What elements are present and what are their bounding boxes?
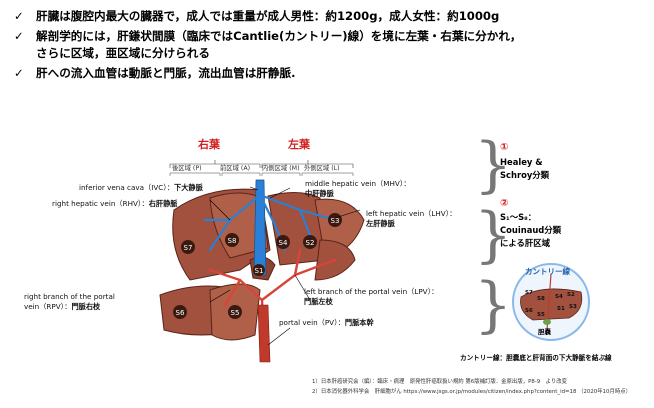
bullet-text: 解剖学的には，肝鎌状間膜（臨床ではCantlie(カントリー)線）を境に左葉・右… bbox=[36, 29, 522, 43]
ivc-label: inferior vena cava（IVC）：下大静脈 bbox=[79, 183, 203, 192]
lateral-segment-label: 外側区域 (L) bbox=[304, 165, 340, 172]
segment-label: S6 bbox=[176, 309, 185, 317]
brace-icon: } bbox=[474, 270, 513, 340]
mini-segment-label: S8 bbox=[537, 296, 545, 302]
item2-number: ② bbox=[500, 198, 509, 209]
cantlie-mini-diagram: S7 S8 S4 S2 S3 S1 S6 S5 bbox=[512, 263, 590, 341]
brace-icon: } bbox=[474, 130, 513, 200]
bullet-item: ✓ 肝臓は腹腔内最大の臓器で，成人では重量が成人男性：約1200g，成人女性：約… bbox=[14, 8, 644, 25]
references: 1）日本肝癌研究会（編）：臨床・病理 原発性肝癌取扱い規約 第6版補訂版．金原出… bbox=[312, 377, 631, 397]
reference-item: 1）日本肝癌研究会（編）：臨床・病理 原発性肝癌取扱い規約 第6版補訂版．金原出… bbox=[312, 379, 568, 385]
anterior-segment-label: 前区域 (A) bbox=[220, 165, 251, 172]
cantlie-caption: カントリー線：胆嚢底と肝背面の下大静脈を結ぶ線 bbox=[460, 354, 612, 362]
mini-segment-label: S5 bbox=[537, 312, 545, 318]
item2-text: S₁～S₈： Couinaud分類 による肝区域 bbox=[500, 212, 562, 248]
segment-label: S8 bbox=[228, 237, 237, 245]
mini-segment-label: S3 bbox=[569, 304, 577, 310]
mhv-label: middle hepatic vein（MHV）：中肝静脈 bbox=[305, 179, 411, 198]
brace-icon: } bbox=[474, 200, 513, 270]
posterior-segment-label: 後区域 (P) bbox=[172, 165, 202, 172]
mini-segment-label: S4 bbox=[555, 294, 563, 300]
rpv-label: right branch of the portal vein（RPV）：門脈右… bbox=[24, 292, 115, 311]
mini-segment-label: S2 bbox=[567, 292, 575, 298]
gallbladder-label: 胆嚢 bbox=[538, 328, 551, 336]
medial-segment-label: 内側区域 (M) bbox=[262, 165, 300, 172]
bullet-item: ✓ 解剖学的には，肝鎌状間膜（臨床ではCantlie(カントリー)線）を境に左葉… bbox=[14, 28, 644, 62]
mini-segment-label: S6 bbox=[525, 308, 533, 314]
mini-segment-label: S1 bbox=[557, 306, 565, 312]
right-lobe-title: 右葉 bbox=[198, 138, 220, 151]
lpv-label: left branch of the portal vein（LPV）：門脈左枝 bbox=[304, 287, 439, 306]
bullet-item: ✓ 肝への流入血管は動脈と門脈，流出血管は肝静脈. bbox=[14, 65, 644, 82]
checkmark-icon: ✓ bbox=[14, 9, 24, 23]
checkmark-icon: ✓ bbox=[14, 66, 24, 80]
bullet-text-continuation: さらに区域，亜区域に分けられる bbox=[36, 46, 210, 60]
cantlie-title: カントリー線 bbox=[525, 267, 570, 276]
bullet-text: 肝臓は腹腔内最大の臓器で，成人では重量が成人男性：約1200g，成人女性：約10… bbox=[36, 9, 500, 23]
segment-label: S4 bbox=[279, 239, 288, 247]
item1-number: ① bbox=[500, 142, 509, 153]
segment-label: S3 bbox=[331, 217, 340, 225]
segment-label: S5 bbox=[231, 309, 240, 317]
item1-text: Healey & Schroy分類 bbox=[500, 157, 550, 180]
reference-item: 2）日本消化器外科学会 肝細胞がん https://www.jsgs.or.jp… bbox=[312, 389, 632, 395]
left-lobe-title: 左葉 bbox=[288, 138, 310, 151]
segment-label: S7 bbox=[184, 244, 193, 252]
checkmark-icon: ✓ bbox=[14, 29, 24, 43]
bullet-list: ✓ 肝臓は腹腔内最大の臓器で，成人では重量が成人男性：約1200g，成人女性：約… bbox=[14, 8, 644, 85]
bullet-text: 肝への流入血管は動脈と門脈，流出血管は肝静脈. bbox=[36, 66, 296, 80]
segment-label: S1 bbox=[255, 267, 264, 275]
rhv-label: right hepatic vein（RHV）：右肝静脈 bbox=[52, 199, 178, 208]
lhv-label: left hepatic vein（LHV）：左肝静脈 bbox=[366, 209, 457, 228]
pv-label: portal vein（PV）：門脈本幹 bbox=[279, 318, 374, 327]
mini-segment-label: S7 bbox=[525, 290, 533, 296]
segment-label: S2 bbox=[306, 239, 315, 247]
liver-diagram: S7 S8 S4 S2 S3 S1 S6 S5 bbox=[159, 160, 365, 363]
